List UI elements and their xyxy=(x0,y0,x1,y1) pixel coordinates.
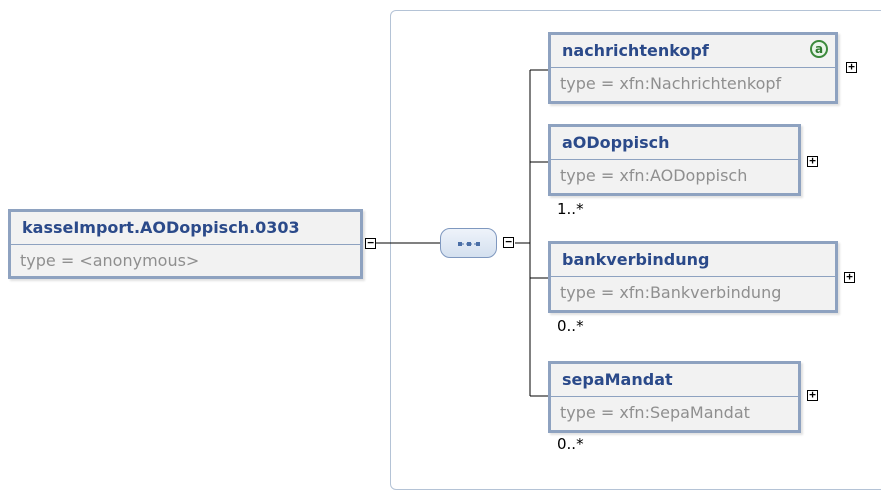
expand-toggle-nachrichtenkopf[interactable]: + xyxy=(846,61,857,73)
element-nachrichtenkopf[interactable]: nachrichtenkopf a type = xfn:Nachrichten… xyxy=(548,32,838,104)
occurrence-sepamandat: 0..* xyxy=(557,435,584,453)
occurrence-aodoppisch: 1..* xyxy=(557,200,584,218)
element-name: bankverbindung xyxy=(551,244,835,277)
connector-lines xyxy=(376,69,548,397)
schema-diagram: kasseImport.AODoppisch.0303 type = <anon… xyxy=(8,10,881,490)
element-type: type = xfn:Nachrichtenkopf xyxy=(560,74,782,93)
root-element-name: kasseImport.AODoppisch.0303 xyxy=(11,212,360,245)
element-bankverbindung[interactable]: bankverbindung type = xfn:Bankverbindung xyxy=(548,241,838,313)
sequence-collapse-toggle[interactable]: − xyxy=(503,236,514,248)
element-type: type = xfn:Bankverbindung xyxy=(560,283,782,302)
element-sepamandat[interactable]: sepaMandat type = xfn:SepaMandat xyxy=(548,361,801,433)
attributes-badge-icon: a xyxy=(810,40,828,58)
element-type: type = xfn:AODoppisch xyxy=(560,166,748,185)
element-type: type = xfn:SepaMandat xyxy=(560,403,750,422)
element-name: nachrichtenkopf xyxy=(551,35,835,68)
element-aodoppisch[interactable]: aODoppisch type = xfn:AODoppisch xyxy=(548,124,801,196)
root-element-type: type = <anonymous> xyxy=(20,251,200,270)
occurrence-bankverbindung: 0..* xyxy=(557,317,584,335)
sequence-compositor[interactable] xyxy=(440,228,497,258)
expand-toggle-aodoppisch[interactable]: + xyxy=(807,155,818,167)
root-collapse-toggle[interactable]: − xyxy=(365,237,376,249)
expand-toggle-sepamandat[interactable]: + xyxy=(807,389,818,401)
element-name: sepaMandat xyxy=(551,364,798,397)
root-element-box[interactable]: kasseImport.AODoppisch.0303 type = <anon… xyxy=(8,209,363,279)
element-name: aODoppisch xyxy=(551,127,798,160)
expand-toggle-bankverbindung[interactable]: + xyxy=(844,271,855,283)
